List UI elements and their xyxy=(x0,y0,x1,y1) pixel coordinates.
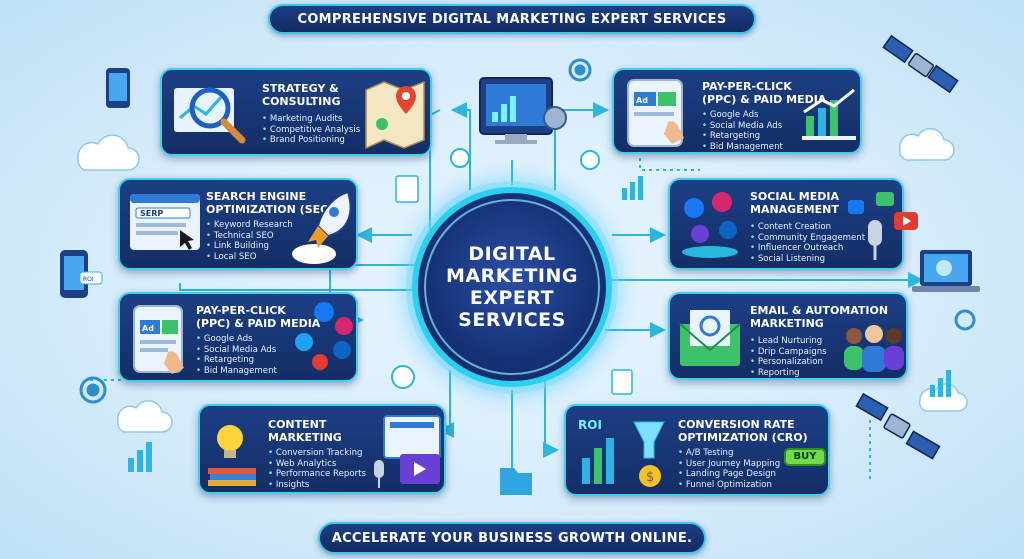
footer-tagline: ACCELERATE YOUR BUSINESS GROWTH ONLINE. xyxy=(318,522,706,554)
service-list: Content Creation Community Engagement In… xyxy=(750,222,865,264)
center-hub-label: DIGITAL MARKETING EXPERT SERVICES xyxy=(424,199,600,375)
service-list: Lead Nurturing Drip Campaigns Personaliz… xyxy=(750,336,827,378)
tablet-ad-icon xyxy=(627,79,684,147)
card-content-marketing[interactable]: CONTENT MARKETING Conversion Tracking We… xyxy=(198,404,446,494)
center-line-4: SERVICES xyxy=(458,309,566,331)
center-line-1: DIGITAL xyxy=(468,243,556,265)
microphone-play-icon xyxy=(848,192,918,260)
card-title: STRATEGY & CONSULTING xyxy=(262,82,341,108)
envelope-icon xyxy=(679,310,741,366)
monitor-icon xyxy=(479,77,567,144)
card-title: CONTENT MARKETING xyxy=(268,418,342,444)
folder-icon xyxy=(500,468,532,495)
card-title: EMAIL & AUTOMATION MARKETING xyxy=(750,304,889,330)
roi-label: ROI xyxy=(578,418,602,432)
card-title: PAY-PER-CLICK (PPC) & PAID MEDIA xyxy=(702,80,827,106)
service-list: Conversion Tracking Web Analytics Perfor… xyxy=(268,448,366,490)
service-list: Keyword Research Technical SEO Link Buil… xyxy=(206,220,293,262)
video-player-icon xyxy=(374,415,441,488)
tablet-ad-icon xyxy=(133,305,184,374)
service-list: Marketing Audits Competitive Analysis Br… xyxy=(262,114,360,146)
buy-button[interactable]: BUY xyxy=(784,448,826,466)
document-chart-icon xyxy=(395,175,419,203)
laptop-icon xyxy=(912,250,980,292)
social-globe-icon xyxy=(682,192,738,258)
card-title: SOCIAL MEDIA MANAGEMENT xyxy=(750,190,839,216)
card-title: PAY-PER-CLICK (PPC) & PAID MEDIA xyxy=(196,304,321,330)
serp-label: SERP xyxy=(140,209,164,218)
service-list: Google Ads Social Media Ads Retargeting … xyxy=(196,334,277,376)
svg-text:$: $ xyxy=(646,470,654,485)
satellite-icon xyxy=(855,34,959,460)
clipboard-icon xyxy=(611,369,633,395)
card-social-media[interactable]: SOCIAL MEDIA MANAGEMENT Content Creation… xyxy=(668,178,904,270)
card-ppc-right[interactable]: Ad PAY-PER-CLICK (PPC) & PAID MEDIA Goog… xyxy=(612,68,862,154)
card-strategy-consulting[interactable]: STRATEGY & CONSULTING Marketing Audits C… xyxy=(160,68,432,156)
ad-label: Ad xyxy=(142,324,154,333)
bar-chart-icon xyxy=(128,176,951,472)
team-avatars-icon xyxy=(844,325,904,372)
growth-chart-icon xyxy=(802,88,856,140)
card-email-automation[interactable]: EMAIL & AUTOMATION MARKETING Lead Nurtur… xyxy=(668,292,908,380)
map-pin-icon xyxy=(365,80,425,150)
center-line-3: EXPERT xyxy=(469,287,555,309)
card-ppc-left[interactable]: Ad PAY-PER-CLICK (PPC) & PAID MEDIA Goog… xyxy=(118,292,358,382)
rocket-icon xyxy=(292,190,352,264)
roi-chart-icon: $ xyxy=(582,421,665,487)
page-title: COMPREHENSIVE DIGITAL MARKETING EXPERT S… xyxy=(268,4,756,34)
social-icons-cluster xyxy=(295,302,353,370)
service-list: Google Ads Social Media Ads Retargeting … xyxy=(702,110,783,152)
browser-window-icon xyxy=(130,194,200,250)
service-list: A/B Testing User Journey Mapping Landing… xyxy=(678,448,780,490)
phone-badge-text: ROI xyxy=(83,276,94,283)
card-title: CONVERSION RATE OPTIMIZATION (CRO) xyxy=(678,418,808,444)
cloud-icon xyxy=(77,128,968,433)
card-title: SEARCH ENGINE OPTIMIZATION (SEO) xyxy=(206,190,335,216)
lightbulb-icon xyxy=(208,425,256,486)
magnifier-icon xyxy=(174,87,246,144)
smartphone-icon xyxy=(60,68,130,298)
gear-icon xyxy=(79,58,976,404)
center-line-2: MARKETING xyxy=(446,265,578,287)
ad-label: Ad xyxy=(636,96,648,105)
